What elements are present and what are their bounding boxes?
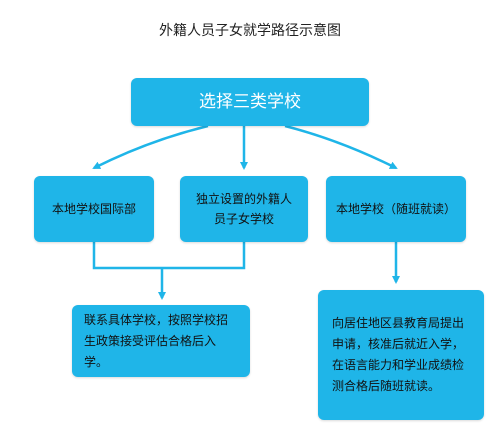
- apply-bureau-node: 向居住地区县教育局提出申请，核准后就近入学，在语言能力和学业成绩检测合格后随班就…: [318, 290, 484, 420]
- arrow-root-to-local: [284, 124, 398, 170]
- contact-school-node: 联系具体学校，按照学校招生政策接受评估合格后入学。: [72, 305, 250, 377]
- diagram-title: 外籍人员子女就学路径示意图: [159, 23, 341, 39]
- connector-intl-foreign: [92, 242, 246, 270]
- root-node-label: 选择三类学校: [199, 92, 301, 112]
- foreign-school-node: 独立设置的外籍人员子女学校: [180, 176, 308, 242]
- local-intl-dept-label: 本地学校国际部: [51, 202, 136, 216]
- local-intl-dept-node: 本地学校国际部: [34, 176, 154, 242]
- root-node: 选择三类学校: [131, 78, 369, 126]
- apply-bureau-label: 向居住地区县教育局提出申请，核准后就近入学，在语言能力和学业成绩检测合格后随班就…: [332, 316, 465, 393]
- local-school-node: 本地学校（随班就读）: [326, 176, 466, 242]
- foreign-school-label: 独立设置的外籍人员子女学校: [195, 192, 292, 226]
- arrow-root-to-intl: [92, 124, 209, 170]
- local-school-label: 本地学校（随班就读）: [335, 202, 456, 216]
- contact-school-label: 联系具体学校，按照学校招生政策接受评估合格后入学。: [84, 312, 229, 369]
